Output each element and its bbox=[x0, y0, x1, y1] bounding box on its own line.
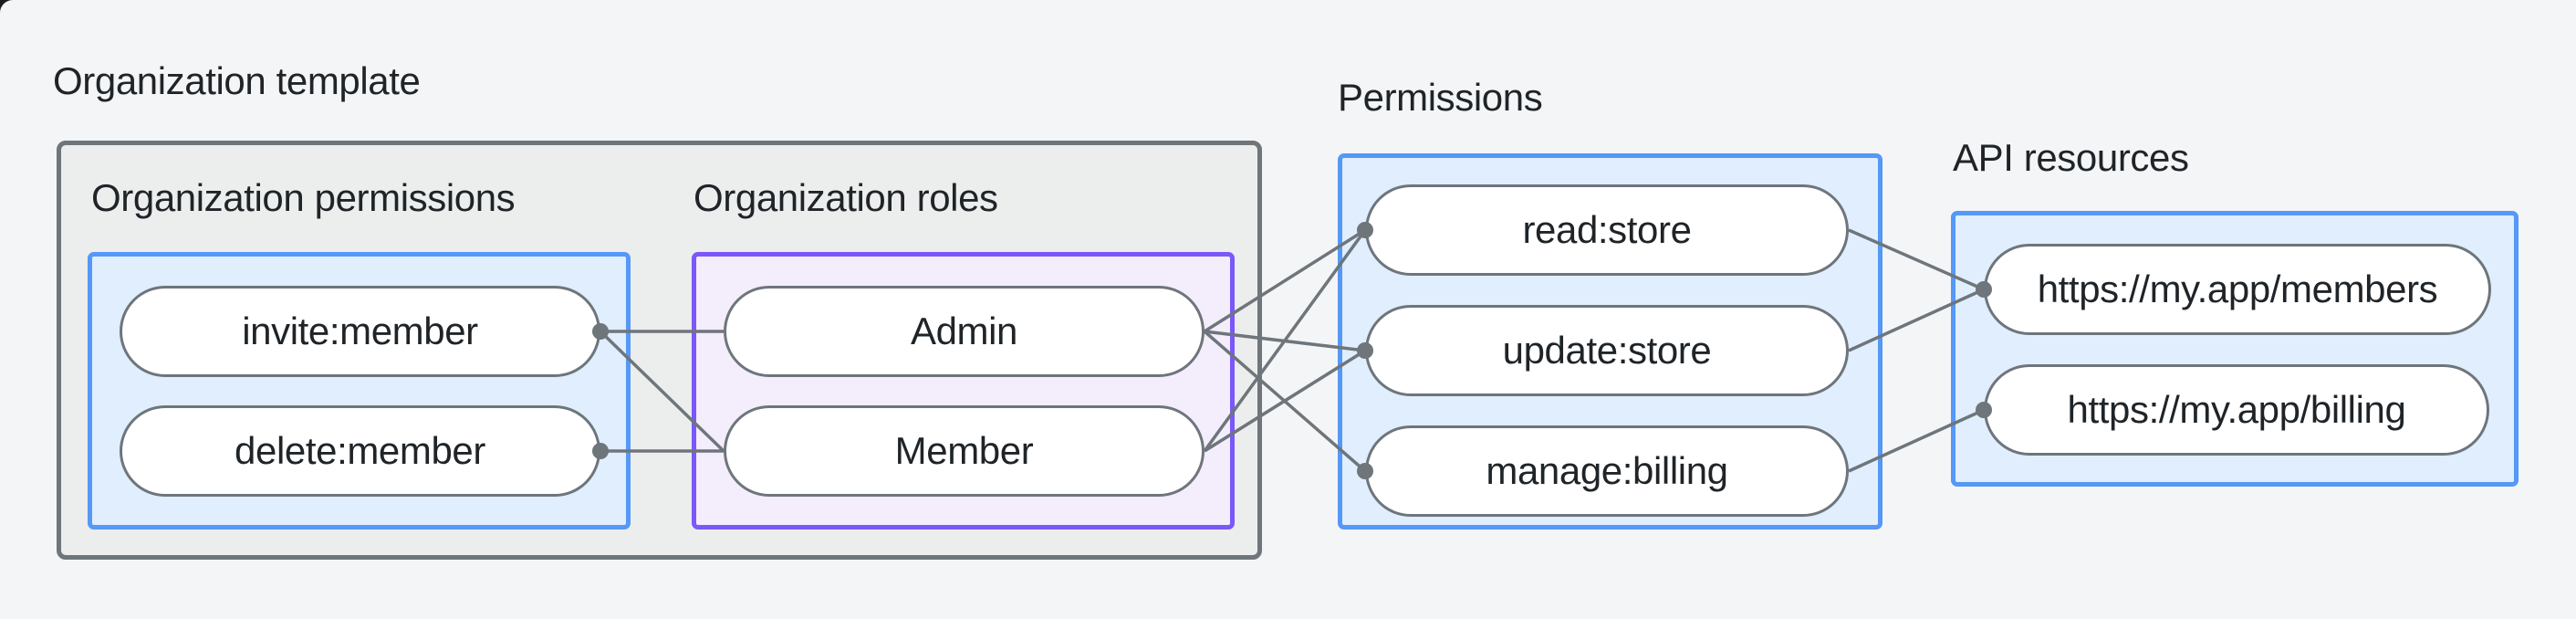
pill-manage-billing: manage:billing bbox=[1365, 425, 1849, 517]
organization-permissions-title: Organization permissions bbox=[91, 176, 516, 219]
pill-member-role: Member bbox=[724, 405, 1205, 497]
pill-admin-role: Admin bbox=[724, 286, 1205, 377]
api-resources-title: API resources bbox=[1953, 136, 2189, 179]
pill-read-store: read:store bbox=[1365, 184, 1849, 276]
pill-billing-api-url: https://my.app/billing bbox=[1984, 364, 2489, 456]
permissions-title: Permissions bbox=[1338, 76, 1543, 119]
organization-template-title: Organization template bbox=[53, 59, 421, 102]
pill-members-api-url: https://my.app/members bbox=[1984, 244, 2491, 335]
pill-delete-member: delete:member bbox=[120, 405, 600, 497]
pill-invite-member: invite:member bbox=[120, 286, 600, 377]
pill-update-store: update:store bbox=[1365, 305, 1849, 396]
organization-roles-title: Organization roles bbox=[694, 176, 998, 219]
